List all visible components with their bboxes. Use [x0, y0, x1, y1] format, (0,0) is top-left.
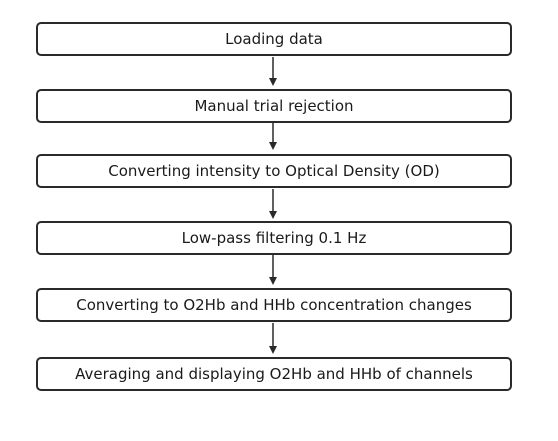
step-label: Low-pass filtering 0.1 Hz [181, 229, 367, 247]
step-label: Manual trial rejection [194, 97, 354, 115]
step-manual-trial-rejection: Manual trial rejection [36, 89, 512, 123]
step-label: Loading data [225, 30, 323, 48]
step-label: Converting to O2Hb and HHb concentration… [76, 296, 472, 314]
step-loading-data: Loading data [36, 22, 512, 56]
step-label: Averaging and displaying O2Hb and HHb of… [75, 365, 473, 383]
step-averaging-displaying: Averaging and displaying O2Hb and HHb of… [36, 357, 512, 391]
step-concentration-changes: Converting to O2Hb and HHb concentration… [36, 288, 512, 322]
step-low-pass-filter: Low-pass filtering 0.1 Hz [36, 221, 512, 255]
step-label: Converting intensity to Optical Density … [108, 162, 440, 180]
step-intensity-to-od: Converting intensity to Optical Density … [36, 154, 512, 188]
